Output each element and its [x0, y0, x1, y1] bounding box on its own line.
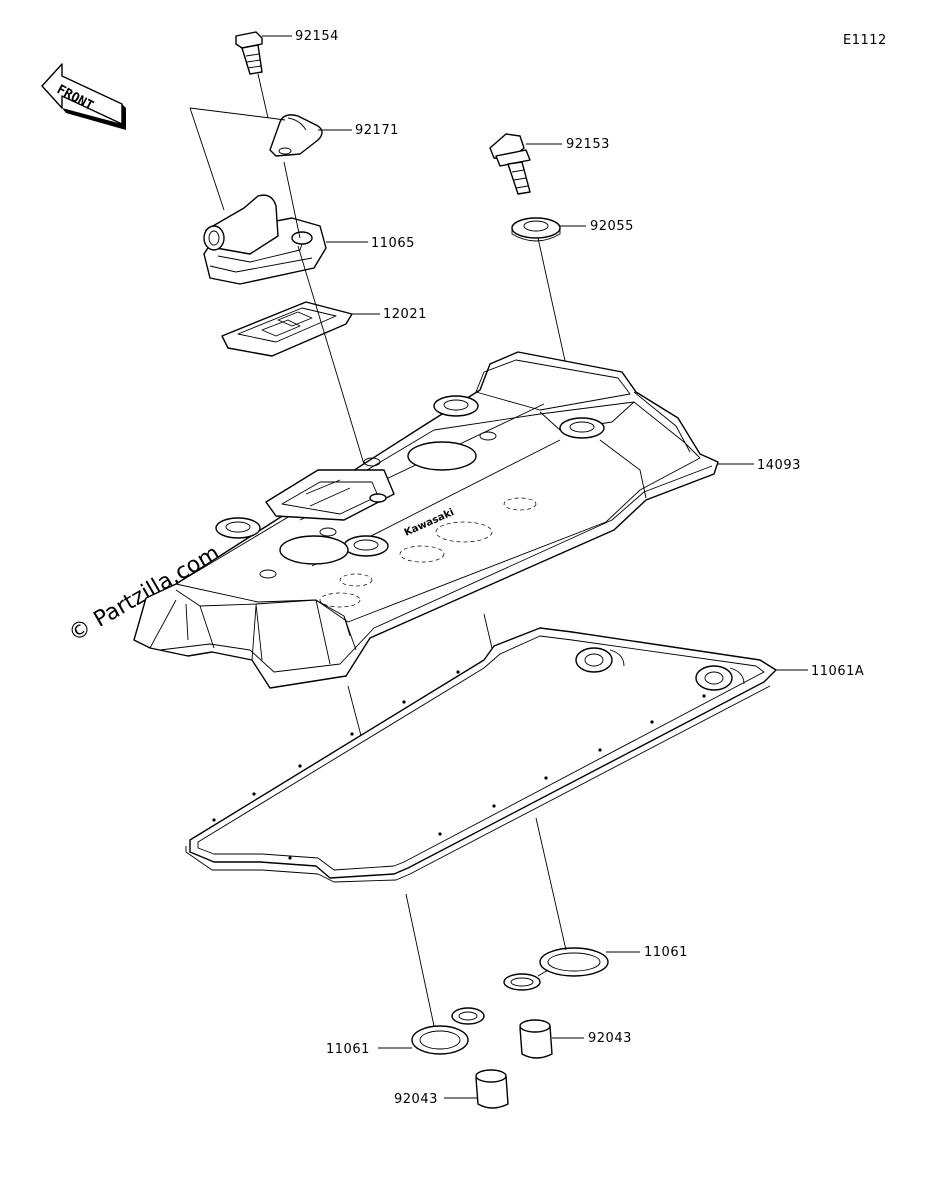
- part-label-14093[interactable]: 14093: [757, 458, 801, 473]
- part-label-11061-left[interactable]: 11061: [326, 1042, 370, 1057]
- clamp-92171-icon: [269, 114, 323, 157]
- part-label-12021[interactable]: 12021: [383, 307, 427, 322]
- part-label-11065[interactable]: 11065: [371, 236, 415, 251]
- part-label-92153[interactable]: 92153: [566, 137, 610, 152]
- breather-cover-11065-icon: [203, 194, 327, 285]
- collar-92043-right-icon: [519, 1019, 553, 1059]
- collar-92043-left-icon: [475, 1069, 509, 1109]
- bolt-92154-icon: [235, 31, 263, 75]
- front-arrow-icon: FRONT: [41, 63, 126, 130]
- part-label-92154[interactable]: 92154: [295, 29, 339, 44]
- grommet-92055-icon: [511, 217, 561, 242]
- plug-seal-11061-left-icon: [411, 1007, 485, 1055]
- diagram-code: E1112: [843, 33, 887, 48]
- plug-seal-11061-right-icon: [503, 947, 609, 991]
- gasket-11061A-icon: [185, 627, 777, 883]
- part-label-11061-right[interactable]: 11061: [644, 945, 688, 960]
- cylinder-head-cover-14093-icon: Kawasaki: [133, 351, 719, 689]
- plate-12021-icon: [221, 301, 353, 357]
- part-label-11061A[interactable]: 11061A: [811, 664, 864, 679]
- part-label-92171[interactable]: 92171: [355, 123, 399, 138]
- bolt-92153-icon: [489, 133, 531, 195]
- part-label-92043-right[interactable]: 92043: [588, 1031, 632, 1046]
- part-label-92055[interactable]: 92055: [590, 219, 634, 234]
- part-label-92043-left[interactable]: 92043: [394, 1092, 438, 1107]
